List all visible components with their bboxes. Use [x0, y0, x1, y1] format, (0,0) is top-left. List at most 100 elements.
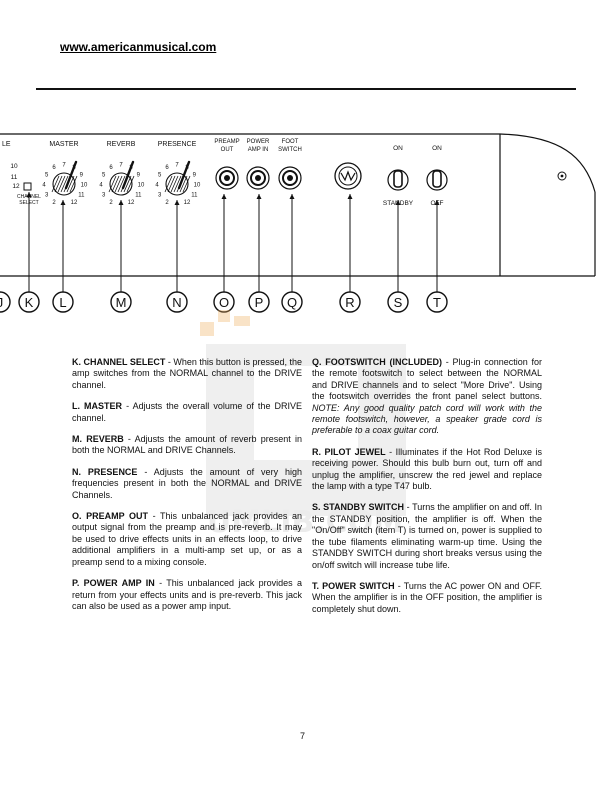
callout-j — [0, 291, 11, 313]
knob-scale-number: 12 — [184, 200, 191, 206]
callout-arrow — [26, 192, 32, 197]
entry-heading: S. STANDBY SWITCH — [312, 502, 404, 513]
description-entry: S. STANDBY SWITCH - Turns the amplifier … — [312, 502, 542, 570]
jack-socket — [255, 175, 261, 181]
entry-text: - Turns the amplifier on and off. In the… — [312, 502, 542, 570]
description-entry: Q. FOOTSWITCH (INCLUDED) - Plug-in conne… — [312, 357, 542, 437]
description-entry: O. PREAMP OUT - This unbalanced jack pro… — [72, 511, 302, 568]
partial-knob-label: LE — [2, 141, 11, 148]
knob-scale-number: 4 — [99, 183, 103, 189]
description-entry: R. PILOT JEWEL - Illuminates if the Hot … — [312, 447, 542, 493]
watermark-logo: UMLIB.COM — [200, 310, 406, 540]
callout-letter-t: T — [433, 295, 441, 310]
callout-letter-m: M — [116, 295, 127, 310]
jack-label: POWER — [247, 139, 270, 145]
knob-hatch — [69, 175, 78, 193]
callout-r — [339, 291, 361, 313]
callout-arrow — [118, 200, 124, 205]
callout-p — [248, 291, 270, 313]
knob-hatch — [123, 175, 132, 193]
callout-arrow — [256, 194, 262, 199]
callout-m — [110, 291, 132, 313]
callout-arrow — [347, 194, 353, 199]
site-url[interactable]: www.americanmusical.com — [60, 40, 217, 54]
knob-scale-number: 3 — [158, 193, 162, 199]
knob-scale-number: 2 — [109, 200, 113, 206]
svg-text:UMLIB.COM: UMLIB.COM — [207, 505, 403, 540]
entry-text: - Plug-in connection for the remote foot… — [312, 357, 542, 402]
master-knob-pointer — [64, 160, 78, 190]
callout-letter-o: O — [219, 295, 229, 310]
callout-letter-n: N — [172, 295, 181, 310]
description-entry: L. MASTER - Adjusts the overall volume o… — [72, 401, 302, 424]
callout-arrow — [174, 200, 180, 205]
knob-scale-number: 11 — [11, 174, 18, 181]
callout-l — [52, 291, 74, 313]
page-number: 7 — [300, 731, 306, 741]
knob-scale-number: 10 — [10, 163, 18, 170]
presence-knob-label: PRESENCE — [158, 141, 197, 148]
screw-icon — [557, 171, 567, 181]
knob-scale-number: 11 — [135, 193, 142, 199]
knob-scale-number: 11 — [191, 193, 198, 199]
reverb-knob-label: REVERB — [107, 141, 136, 148]
knob-hatch — [60, 175, 69, 193]
switch-on-label: ON — [432, 145, 442, 152]
entry-heading: R. PILOT JEWEL — [312, 446, 386, 457]
callout-q — [281, 291, 303, 313]
knob-scale-number: 10 — [81, 183, 88, 189]
entry-heading: M. REVERB — [72, 434, 124, 445]
knob-scale-number: 5 — [102, 173, 106, 179]
knob-scale-number: 12 — [128, 200, 135, 206]
knob-hatch — [182, 175, 191, 193]
callout-letter-q: Q — [287, 295, 297, 310]
callout-arrow — [60, 200, 66, 205]
switch-lever — [432, 170, 442, 188]
entry-heading: N. PRESENCE — [72, 466, 138, 477]
knob-hatch — [108, 175, 117, 193]
knob-scale-number: 4 — [155, 183, 159, 189]
knob-scale-number: 7 — [119, 163, 123, 169]
callout-n — [166, 291, 188, 313]
knob-hatch — [179, 175, 188, 193]
knob-scale-number: 3 — [102, 193, 106, 199]
pilot-jewel-lens — [338, 166, 358, 186]
amp-control-panel-diagram: LE101112MASTER23456789101112REVERB234567… — [0, 133, 596, 313]
entry-heading: L. MASTER — [72, 401, 123, 412]
knob-hatch — [170, 175, 179, 193]
description-entry: N. PRESENCE - Adjusts the amount of very… — [72, 467, 302, 501]
callout-s — [387, 291, 409, 313]
entry-text: - Adjusts the amount of very high freque… — [72, 466, 303, 500]
knob-scale-number: 7 — [62, 163, 66, 169]
entry-text: - This unbalanced jack provides a return… — [72, 578, 302, 611]
entry-note: NOTE: Any good quality patch cord will w… — [312, 402, 542, 436]
knob-hatch — [164, 175, 173, 193]
jack-label: AMP IN — [248, 147, 269, 153]
master-knob-label: MASTER — [49, 141, 78, 148]
knob-scale-number: 3 — [45, 193, 49, 199]
knob-scale-number: 2 — [52, 200, 56, 206]
knob-scale-number: 5 — [158, 173, 162, 179]
entry-text: - Adjusts the amount of reverb present i… — [72, 434, 302, 456]
switch-lever — [393, 170, 403, 188]
knob-hatch — [57, 175, 66, 193]
knob-scale-number: 12 — [12, 183, 20, 190]
entry-text: - Adjusts the overall volume of the DRIV… — [72, 401, 302, 423]
knob-scale-number: 7 — [175, 163, 179, 169]
jewel-facets — [340, 170, 356, 182]
entry-heading: P. POWER AMP IN — [72, 578, 155, 589]
callout-arrow — [434, 200, 440, 205]
callout-letter-s: S — [394, 295, 403, 310]
knob-scale-number: 9 — [193, 173, 197, 179]
jack-socket — [224, 175, 230, 181]
knob-scale-number: 10 — [138, 183, 145, 189]
callout-letter-p: P — [255, 295, 264, 310]
callout-arrow — [289, 194, 295, 199]
entry-text: - When this button is pressed, the amp s… — [72, 357, 302, 390]
knob-hatch — [66, 175, 75, 193]
entry-text: - Illuminates if the Hot Rod Deluxe is r… — [312, 446, 542, 492]
callout-letter-l: L — [59, 295, 66, 310]
switch-on-label: ON — [393, 145, 403, 152]
chassis-curve — [499, 133, 596, 193]
knob-scale-number: 4 — [42, 183, 46, 189]
